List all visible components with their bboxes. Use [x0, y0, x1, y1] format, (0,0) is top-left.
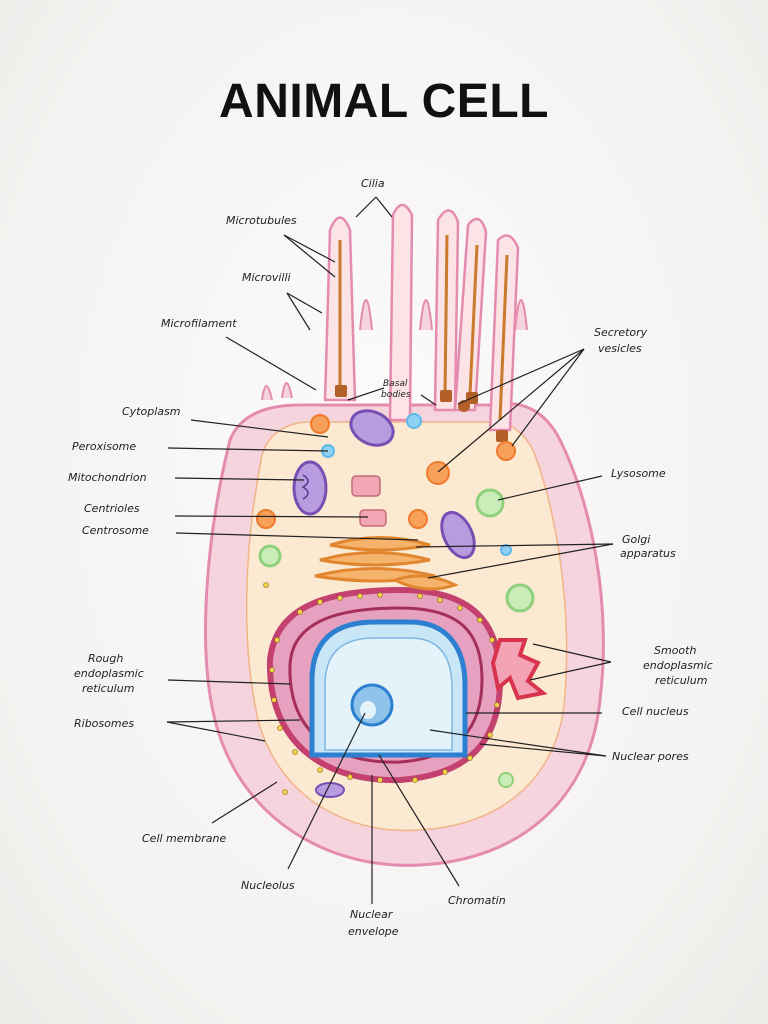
- label-nuclear-pores: Nuclear pores: [612, 750, 689, 763]
- label-nucleolus: Nucleolus: [241, 879, 295, 892]
- centriole-shapes: [351, 475, 387, 527]
- label-centrioles: Centrioles: [84, 502, 140, 515]
- label-chromatin: Chromatin: [448, 894, 506, 907]
- label-rough-er-line3: reticulum: [82, 682, 134, 695]
- label-smooth-er-line2: endoplasmic: [643, 659, 713, 672]
- label-smooth-er-line1: Smooth: [654, 644, 696, 657]
- label-basal-bodies-line1: Basal: [383, 379, 408, 389]
- label-nuclear-envelope-line2: envelope: [348, 925, 399, 938]
- label-golgi-line2: apparatus: [620, 547, 676, 560]
- label-smooth-er-line3: reticulum: [655, 674, 707, 687]
- label-cell-membrane: Cell membrane: [142, 832, 226, 845]
- label-secretory-line2: vesicles: [598, 342, 642, 355]
- labels: Cilia Microtubules Microvilli Microfilam…: [68, 177, 713, 938]
- smooth-er-shape: [490, 638, 548, 701]
- label-cell-nucleus: Cell nucleus: [622, 705, 689, 718]
- label-basal-bodies-line2: bodies: [381, 390, 411, 400]
- label-microfilament: Microfilament: [161, 317, 237, 330]
- diagram-title: ANIMAL CELL: [219, 75, 549, 128]
- label-golgi-line1: Golgi: [622, 533, 650, 546]
- nucleolus-core-shape: [360, 701, 376, 719]
- golgi-shapes: [314, 536, 459, 591]
- label-cilia: Cilia: [361, 177, 385, 190]
- label-microvilli: Microvilli: [242, 271, 291, 284]
- label-microtubules: Microtubules: [226, 214, 297, 227]
- label-rough-er-line2: endoplasmic: [74, 667, 144, 680]
- label-peroxisome: Peroxisome: [72, 440, 136, 453]
- label-cytoplasm: Cytoplasm: [122, 405, 180, 418]
- label-ribosomes: Ribosomes: [74, 717, 134, 730]
- microtubule-shapes: [338, 234, 509, 421]
- label-lysosome: Lysosome: [611, 467, 666, 480]
- label-nuclear-envelope-line1: Nuclear: [350, 908, 394, 921]
- label-mitochondrion: Mitochondrion: [68, 471, 147, 484]
- leader-lines: [166, 196, 614, 904]
- label-secretory-line1: Secretory: [594, 326, 648, 339]
- microvilli-shapes: [261, 299, 528, 401]
- label-rough-er-line1: Rough: [88, 652, 123, 665]
- cell-illustration: [204, 203, 605, 867]
- label-centrosome: Centrosome: [82, 524, 149, 537]
